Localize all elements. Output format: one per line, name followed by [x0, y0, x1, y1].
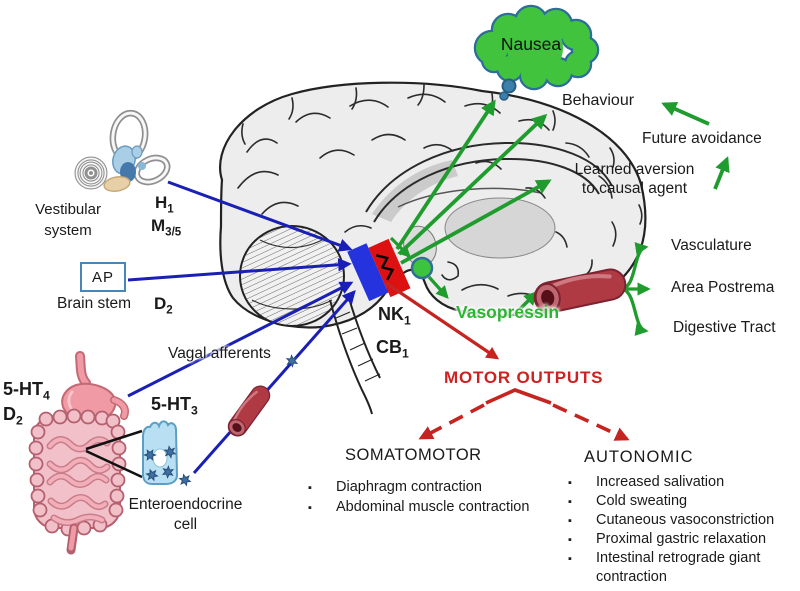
cloud-tail-bubble	[501, 78, 517, 94]
behaviour-label: Behaviour	[562, 92, 635, 109]
autonomic-item: Cutaneous vasoconstriction	[566, 511, 796, 531]
hypothalamus-dot	[410, 256, 434, 280]
autonomic-heading: AUTONOMIC	[584, 448, 694, 466]
dashed-arrow-autonomic	[552, 403, 630, 441]
gut-illustration	[28, 351, 129, 555]
vestibular-system-label: Vestibular system	[16, 199, 120, 241]
receptor-d2-gut-label: D2	[3, 404, 23, 428]
somatomotor-item: Diaphragm contraction	[306, 477, 574, 498]
receptor-cb1-label: CB1	[376, 337, 409, 361]
brain-illustration	[219, 81, 647, 415]
vessel-branch-digestive-tract	[620, 287, 649, 336]
brainstem-integration-patch	[347, 238, 411, 302]
autonomic-item: Proximal gastric relaxation	[566, 530, 796, 550]
arrow-to-hypothalamus	[389, 236, 411, 258]
vagal-afferents-label: Vagal afferents	[168, 345, 271, 362]
receptor-nk1-label: NK1	[378, 304, 411, 328]
arrow-vasopressin-to-vessel	[512, 291, 538, 317]
enteroendocrine-line1: Enteroendocrine	[128, 496, 243, 513]
ap-label: AP	[91, 268, 114, 286]
dashed-arrow-somatomotor	[418, 403, 485, 440]
arrow-to-vasopressin	[427, 275, 449, 299]
vestibular-input-arrow	[167, 180, 353, 252]
vestibular-system-illustration	[74, 109, 171, 193]
area-postrema-box: AP	[80, 262, 126, 292]
somatomotor-list: Diaphragm contraction Abdominal muscle c…	[306, 477, 574, 518]
enteroendocrine-cell-label: Enteroendocrine cell	[108, 495, 263, 535]
autonomic-list: Increased salivation Cold sweating Cutan…	[566, 473, 796, 587]
blood-vessel-gut	[223, 381, 275, 441]
learned-aversion-label: Learned aversion to causal agent	[552, 160, 717, 198]
autonomic-item: Cold sweating	[566, 492, 796, 512]
motor-outputs-label: MOTOR OUTPUTS	[444, 368, 604, 387]
motor-branch-chevron	[485, 388, 552, 405]
somatomotor-heading: SOMATOMOTOR	[345, 446, 482, 464]
enteroendocrine-input-arrow	[192, 289, 356, 474]
autonomic-item: Intestinal retrograde giant contraction	[566, 549, 796, 587]
learned-aversion-line1: Learned aversion	[574, 161, 695, 178]
receptor-d2-brainstem-label: D2	[154, 294, 173, 317]
zigzag-marks	[375, 254, 395, 281]
somatomotor-item: Abdominal muscle contraction	[306, 497, 574, 518]
serotonin-granules	[143, 354, 299, 487]
afferent-input-arrows	[127, 180, 356, 474]
cerebellum	[239, 225, 345, 327]
cell-pointer-lines	[85, 429, 143, 479]
vestibular-line2: system	[44, 222, 92, 239]
arrow-to-motor-outputs	[385, 281, 500, 360]
vestibular-line1: Vestibular	[35, 201, 101, 218]
brain-stem-label: Brain stem	[57, 295, 132, 312]
autonomic-item: Increased salivation	[566, 473, 796, 493]
arrow-to-behaviour	[397, 113, 548, 256]
arrow-to-learned-aversion	[400, 179, 552, 265]
nausea-cloud	[473, 4, 600, 101]
receptor-5ht4-label: 5-HT4	[3, 379, 50, 403]
cloud-tail-bubble-small	[499, 91, 509, 101]
small-intestine	[46, 436, 111, 527]
vagal-input-arrow	[127, 281, 354, 398]
area-postrema-label: Area Postrema	[671, 279, 775, 296]
learned-aversion-line2: to causal agent	[581, 180, 688, 197]
arrow-to-nausea	[395, 99, 496, 251]
receptor-h1-label: H1	[155, 193, 174, 216]
future-avoidance-label: Future avoidance	[642, 130, 762, 147]
arrow-to-future-avoidance	[713, 156, 730, 190]
enteroendocrine-line2: cell	[173, 516, 198, 533]
receptor-5ht3-label: 5-HT3	[151, 394, 198, 418]
vasopressin-label: Vasopressin	[456, 302, 560, 322]
digestive-tract-label: Digestive Tract	[673, 319, 776, 336]
vasculature-label: Vasculature	[671, 237, 752, 254]
arrow-to-behaviour-right	[661, 101, 710, 126]
motor-output-arrows	[385, 281, 630, 441]
receptor-m35-label: M3/5	[151, 216, 182, 239]
nausea-label: Nausea	[500, 34, 562, 54]
area-postrema-input-arrow	[127, 258, 352, 282]
